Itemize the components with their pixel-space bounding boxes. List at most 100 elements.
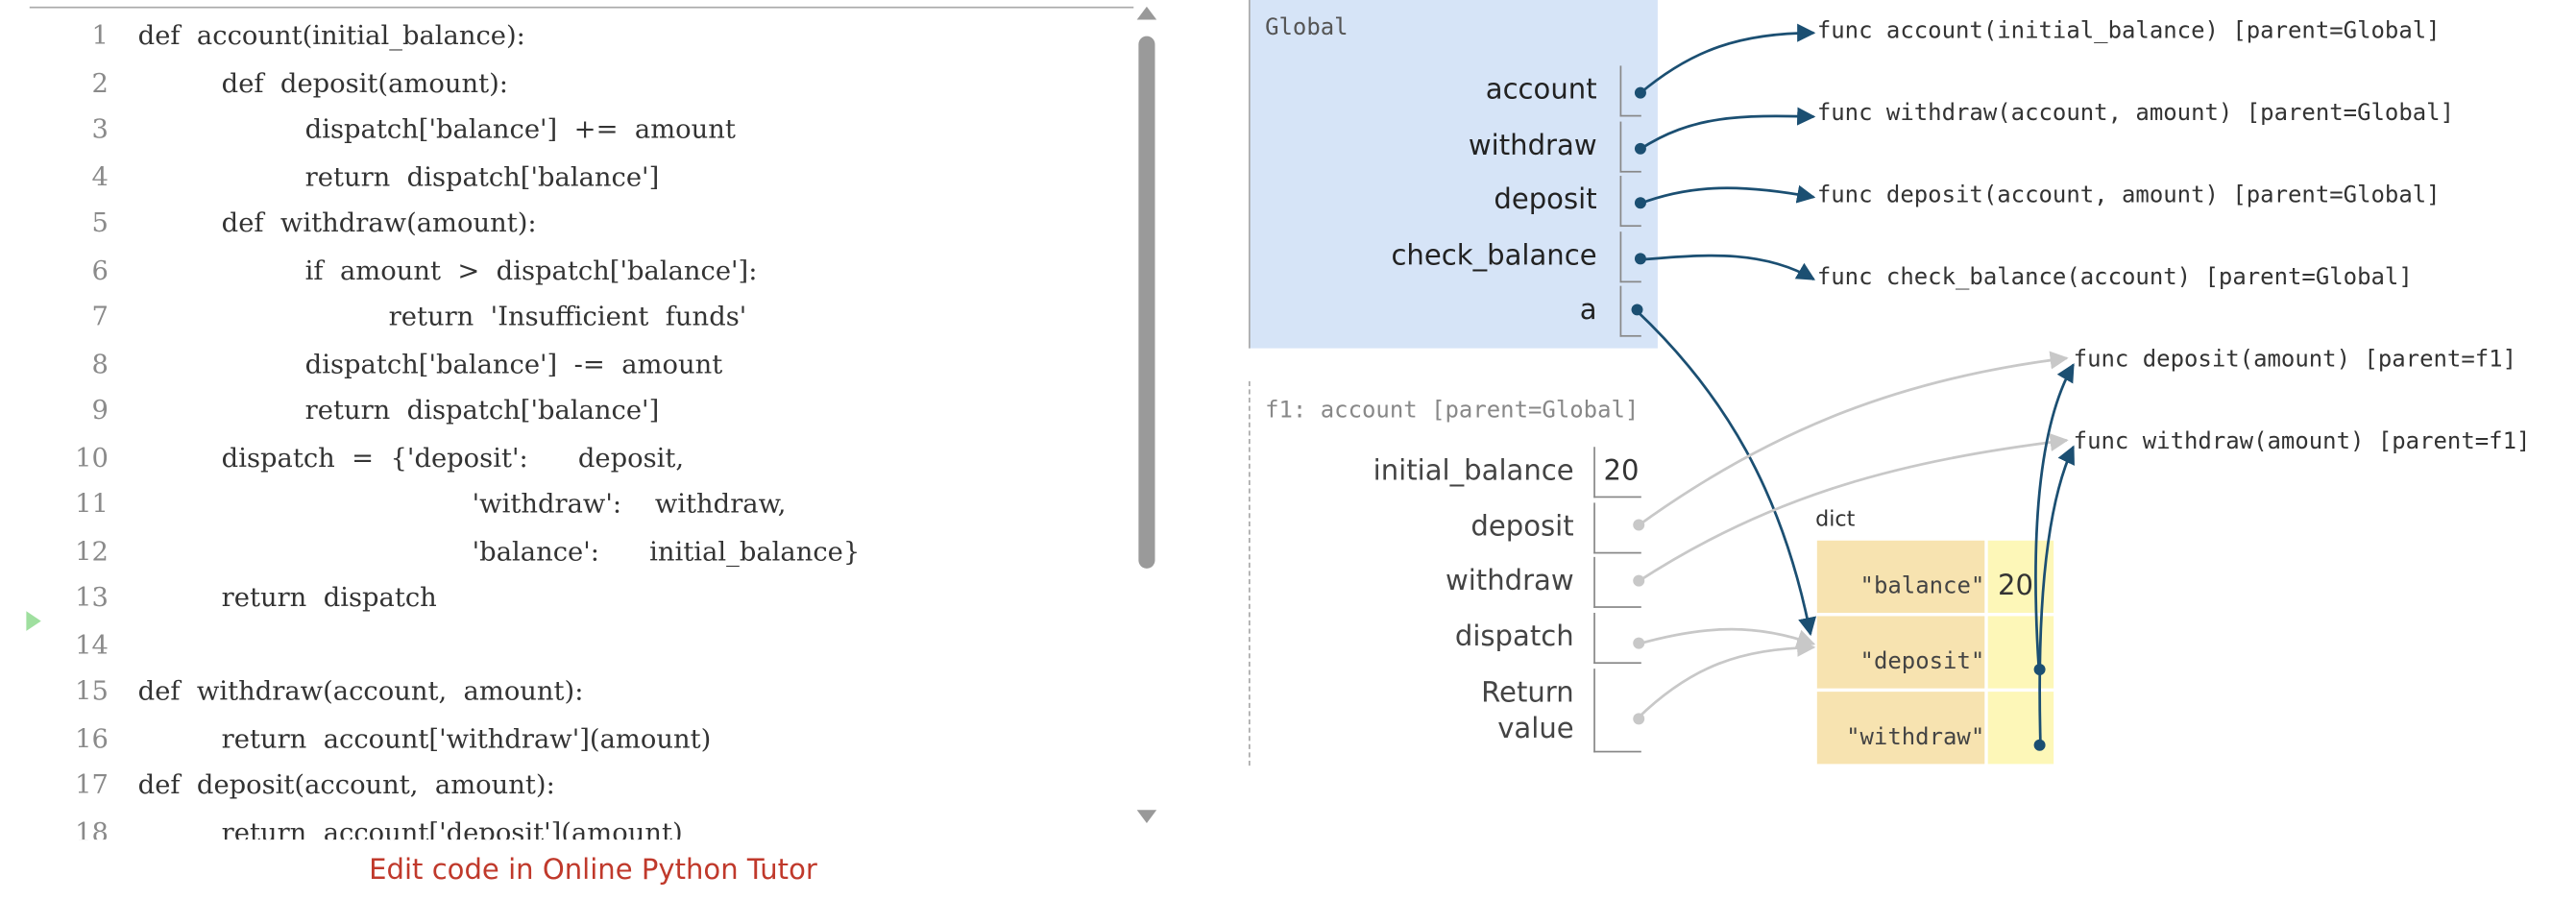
code-text: def account(initial_balance): xyxy=(137,19,525,52)
function-object: func deposit(amount) [parent=f1] xyxy=(2073,346,2517,374)
visualization: Global account withdraw deposit check_ba… xyxy=(1248,0,2576,900)
current-line-arrow-icon xyxy=(26,611,41,631)
code-text: def deposit(account, amount): xyxy=(137,768,555,801)
pointer-dot xyxy=(2033,739,2046,751)
line-number: 15 xyxy=(75,675,109,707)
line-number: 10 xyxy=(75,441,109,473)
code-text: return dispatch['balance'] xyxy=(137,394,660,426)
code-text: return account['withdraw'](amount) xyxy=(137,721,712,754)
var-box xyxy=(1619,121,1641,173)
var-box xyxy=(1619,285,1641,337)
dict-value xyxy=(1987,692,2054,765)
dict-key: "deposit" xyxy=(1816,616,1985,689)
scroll-down-arrow-icon[interactable] xyxy=(1136,810,1157,823)
scroll-up-arrow-icon[interactable] xyxy=(1136,6,1157,20)
code-line: 3 dispatch['balance'] += amount xyxy=(0,107,1133,154)
line-number: 18 xyxy=(75,815,109,840)
function-object: func account(initial_balance) [parent=Gl… xyxy=(1816,17,2441,45)
line-number: 17 xyxy=(75,768,109,801)
frame-title: f1: account [parent=Global] xyxy=(1265,397,1640,425)
var-box xyxy=(1593,502,1641,554)
line-number: 12 xyxy=(75,534,109,567)
code-text: 'balance': initial_balance} xyxy=(137,534,861,567)
code-text: dispatch['balance'] += amount xyxy=(137,113,736,145)
dict-value xyxy=(1987,616,2054,689)
code-line: 6 if amount > dispatch['balance']: xyxy=(0,247,1133,294)
var-box xyxy=(1593,556,1641,608)
function-object: func check_balance(account) [parent=Glob… xyxy=(1816,264,2413,291)
code-line: 4 return dispatch['balance'] xyxy=(0,154,1133,201)
dict-key: "balance" xyxy=(1816,540,1985,614)
line-number: 14 xyxy=(75,628,109,660)
line-number: 16 xyxy=(75,721,109,754)
code-text: dispatch['balance'] -= amount xyxy=(137,347,723,379)
frame-title: Global xyxy=(1265,14,1349,41)
var-name: Return value xyxy=(1481,676,1574,746)
code-text: dispatch = {'deposit': deposit, xyxy=(137,441,685,473)
edit-code-link[interactable]: Edit code in Online Python Tutor xyxy=(369,854,817,888)
code-text: if amount > dispatch['balance']: xyxy=(137,254,758,285)
dict-value: 20 xyxy=(1987,540,2054,614)
code-line: 13 return dispatch xyxy=(0,575,1133,622)
line-number: 5 xyxy=(91,207,109,239)
var-box xyxy=(1619,231,1641,283)
pointer-dot xyxy=(1634,197,1646,209)
code-line: 17 def deposit(account, amount): xyxy=(0,763,1133,810)
pointer-dot xyxy=(1634,253,1646,265)
code-text: return 'Insufficient funds' xyxy=(137,301,747,332)
function-object: func withdraw(account, amount) [parent=G… xyxy=(1816,100,2455,127)
var-box xyxy=(1593,613,1641,665)
var-box xyxy=(1619,65,1641,117)
code-line: 12 'balance': initial_balance} xyxy=(0,528,1133,575)
line-number: 13 xyxy=(75,581,109,614)
pointer-dot xyxy=(1633,574,1645,587)
code-lines: 1 def account(initial_balance): 2 def dep… xyxy=(0,13,1133,840)
var-name: a xyxy=(1579,294,1597,328)
var-name: withdraw xyxy=(1445,565,1574,598)
code-text: return account['deposit'](amount) xyxy=(137,815,683,840)
code-line: 1 def account(initial_balance): xyxy=(0,13,1133,61)
code-line: 11 'withdraw': withdraw, xyxy=(0,481,1133,528)
pointer-dot xyxy=(1634,142,1646,155)
code-line: 2 def deposit(amount): xyxy=(0,60,1133,107)
var-name: deposit xyxy=(1494,183,1597,217)
code-text: def deposit(amount): xyxy=(137,66,508,98)
code-top-border xyxy=(29,6,1134,9)
var-name: deposit xyxy=(1470,510,1574,545)
line-number: 1 xyxy=(91,19,109,52)
code-editor[interactable]: 1 def account(initial_balance): 2 def dep… xyxy=(0,0,1163,839)
function-object: func withdraw(amount) [parent=f1] xyxy=(2073,428,2531,455)
code-text: return dispatch['balance'] xyxy=(137,159,660,192)
line-number: 3 xyxy=(91,113,109,145)
line-number: 2 xyxy=(91,66,109,98)
code-text: 'withdraw': withdraw, xyxy=(137,488,787,520)
var-box xyxy=(1593,669,1641,753)
code-line: 5 def withdraw(amount): xyxy=(0,201,1133,248)
code-text: def withdraw(amount): xyxy=(137,207,537,239)
pointer-dot xyxy=(1633,519,1645,531)
var-name: dispatch xyxy=(1454,620,1574,654)
code-line: 10 dispatch = {'deposit': deposit, xyxy=(0,434,1133,481)
scrollbar-thumb[interactable] xyxy=(1138,36,1155,569)
code-line: 14 xyxy=(0,621,1133,669)
code-line: 18 return account['deposit'](amount) xyxy=(0,809,1133,839)
code-text: def withdraw(account, amount): xyxy=(137,675,584,707)
var-box xyxy=(1593,447,1641,499)
var-box xyxy=(1619,176,1641,228)
var-name: check_balance xyxy=(1391,239,1597,273)
line-number: 7 xyxy=(91,301,109,332)
dict-key: "withdraw" xyxy=(1816,692,1985,765)
code-text: return dispatch xyxy=(137,581,437,614)
pointer-dot xyxy=(2033,664,2046,676)
line-number: 8 xyxy=(91,347,109,379)
var-value: 20 xyxy=(1603,454,1640,489)
var-name: withdraw xyxy=(1468,130,1597,163)
pointer-dot xyxy=(1633,713,1645,725)
function-object: func deposit(account, amount) [parent=Gl… xyxy=(1816,182,2441,209)
code-line: 15 def withdraw(account, amount): xyxy=(0,669,1133,716)
pointer-dot xyxy=(1631,304,1643,316)
dict-type-label: dict xyxy=(1815,507,1856,533)
line-number: 6 xyxy=(91,254,109,285)
code-line: 16 return account['withdraw'](amount) xyxy=(0,716,1133,763)
code-line: 7 return 'Insufficient funds' xyxy=(0,294,1133,341)
